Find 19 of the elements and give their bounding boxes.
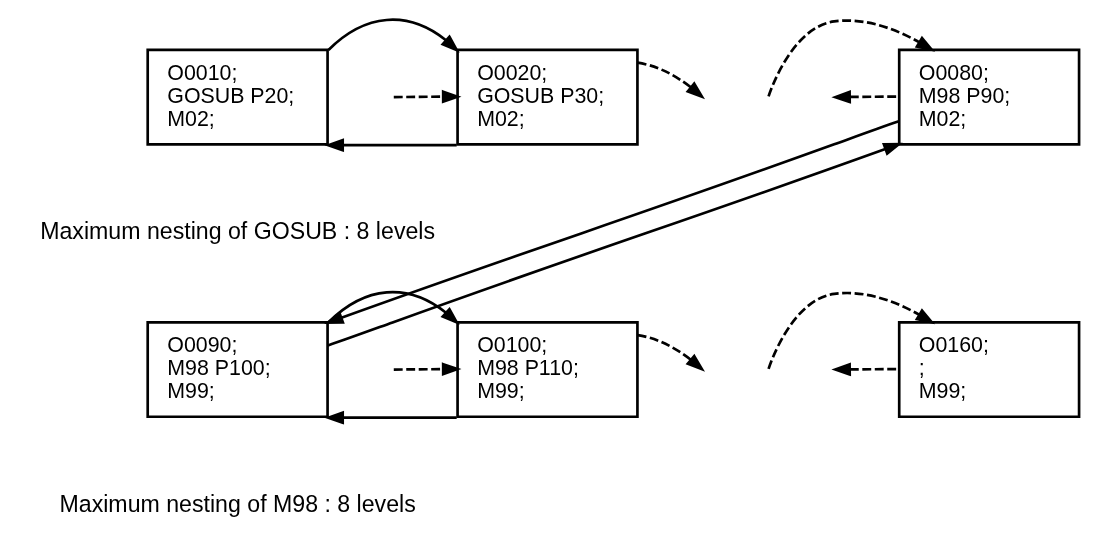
arrow [327, 142, 903, 347]
arrow [327, 18, 460, 53]
node-box: O0090; M98 P100; M99; [146, 320, 329, 418]
node-box: O0080; M98 P90; M02; [897, 48, 1081, 146]
label: Maximum nesting of M98 : 8 levels [59, 490, 416, 517]
node-box: O0010; GOSUB P20; M02; [146, 48, 329, 146]
arrow [324, 137, 457, 152]
node-box: O0100; M98 P110; M99; [456, 320, 639, 418]
arrow [324, 410, 457, 425]
arrow [637, 333, 705, 372]
arrow [393, 89, 462, 104]
node-box: O0160; ; M99; [897, 320, 1081, 418]
arrow [327, 290, 460, 325]
arrow [637, 60, 705, 99]
arrow [767, 291, 936, 369]
node-box: O0020; GOSUB P30; M02; [456, 48, 639, 146]
label: Maximum nesting of GOSUB : 8 levels [40, 217, 436, 244]
arrow [767, 18, 936, 97]
arrow [393, 361, 462, 376]
